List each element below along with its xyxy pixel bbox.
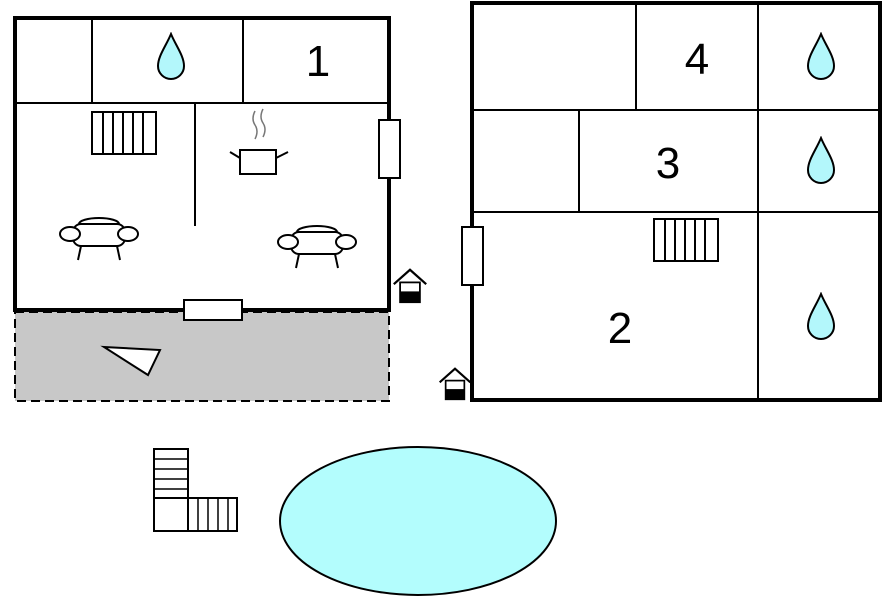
right-building: 4 3 2 xyxy=(461,1,882,402)
room-number-2: 2 xyxy=(608,304,632,353)
house-entrance-icon xyxy=(438,367,472,401)
radiator-icon xyxy=(653,218,719,262)
swimming-pool xyxy=(279,446,557,596)
left-building-outline xyxy=(13,16,391,312)
stairs-icon xyxy=(153,448,238,532)
room-number-1: 1 xyxy=(306,37,330,86)
window-icon xyxy=(461,226,484,286)
room-number-4: 4 xyxy=(685,35,709,84)
house-entrance-icon xyxy=(392,268,428,304)
window-icon xyxy=(183,299,243,321)
window-icon xyxy=(378,119,401,179)
sun-lounger-icon xyxy=(100,345,162,377)
terrace-area xyxy=(14,299,390,402)
room-number-3: 3 xyxy=(656,139,680,188)
left-building: 1 xyxy=(13,16,401,321)
cooking-pot-icon xyxy=(229,108,289,175)
radiator-icon xyxy=(91,111,157,155)
